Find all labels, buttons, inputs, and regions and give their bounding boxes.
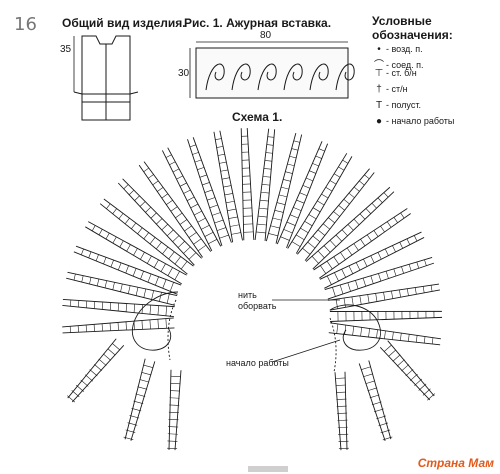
scheme-ray bbox=[319, 231, 425, 289]
scheme-ray bbox=[254, 128, 276, 241]
double-crochet-icon: † bbox=[376, 84, 382, 95]
scheme-ray bbox=[187, 137, 232, 246]
scheme-ray bbox=[161, 147, 222, 252]
scheme-lower-ray bbox=[167, 369, 182, 451]
watermark-logo: Страна Мам bbox=[417, 456, 494, 470]
scheme-ray bbox=[297, 168, 375, 261]
scheme-ray bbox=[305, 186, 395, 270]
scheme-ray bbox=[73, 245, 182, 295]
start-dot-icon: ● bbox=[375, 116, 383, 127]
scheme-lower-ray bbox=[67, 338, 125, 403]
half-double-crochet-icon: T bbox=[375, 100, 383, 111]
scheme-ray bbox=[85, 221, 187, 285]
cut-thread-label: нить оборвать bbox=[238, 290, 277, 311]
legend-item-start: ●- начало работы bbox=[372, 116, 492, 127]
scheme-lower-ray bbox=[334, 371, 349, 451]
legend-item-chain: •- возд. п. bbox=[372, 44, 492, 55]
scheme-ray bbox=[324, 256, 435, 300]
scheme-ray bbox=[66, 271, 178, 306]
scheme-ray bbox=[240, 128, 255, 241]
legend-item-dc: †- ст/н bbox=[372, 84, 492, 95]
scheme1-heading: Схема 1. bbox=[232, 110, 283, 124]
scheme-lower-ray bbox=[358, 360, 393, 442]
start-work-label: начало работы bbox=[226, 358, 289, 368]
scheme-ray bbox=[313, 208, 411, 279]
general-view-dim-height: 35 bbox=[60, 44, 72, 55]
scheme-ray bbox=[328, 283, 441, 311]
single-crochet-icon: ⊤ bbox=[374, 68, 384, 79]
scheme-ray bbox=[62, 299, 175, 318]
scheme-ray bbox=[62, 317, 175, 334]
legend-item-sc: ⊤- ст. б/н bbox=[372, 68, 492, 79]
insert-dim-width: 80 bbox=[260, 30, 272, 41]
lace-insert-figure bbox=[189, 41, 355, 99]
scheme-ray bbox=[99, 198, 194, 275]
scheme-ray bbox=[265, 132, 303, 244]
page-number: 16 bbox=[14, 14, 37, 35]
scheme-lower-ray bbox=[379, 340, 435, 401]
legend-item-slip: ⌒- соед. п. bbox=[372, 56, 492, 71]
scheme-lower-ray bbox=[123, 358, 156, 441]
garment-general-view bbox=[73, 35, 139, 121]
slip-stitch-icon: ⌒ bbox=[374, 60, 384, 71]
scheme-ray bbox=[138, 161, 212, 258]
insert-dim-height: 30 bbox=[178, 68, 190, 79]
center-spirals bbox=[132, 291, 381, 373]
legend-item-hdc: T- полуст. bbox=[372, 100, 492, 111]
scheme-ray bbox=[329, 310, 443, 322]
scheme-ray bbox=[117, 178, 202, 266]
cropped-caption-fragment bbox=[248, 466, 288, 472]
chain-stitch-icon: • bbox=[377, 44, 381, 55]
general-view-heading: Общий вид изделия. bbox=[62, 16, 186, 30]
legend-title: Условные обозначения: bbox=[372, 14, 453, 42]
scheme-ray bbox=[213, 130, 243, 243]
scheme-ray bbox=[328, 322, 441, 346]
annotation-leaders bbox=[271, 299, 341, 363]
scheme-rays bbox=[62, 128, 443, 451]
scheme-ray bbox=[276, 141, 329, 249]
scheme-ray bbox=[287, 153, 353, 254]
figure1-heading: Рис. 1. Ажурная вставка. bbox=[184, 16, 332, 30]
